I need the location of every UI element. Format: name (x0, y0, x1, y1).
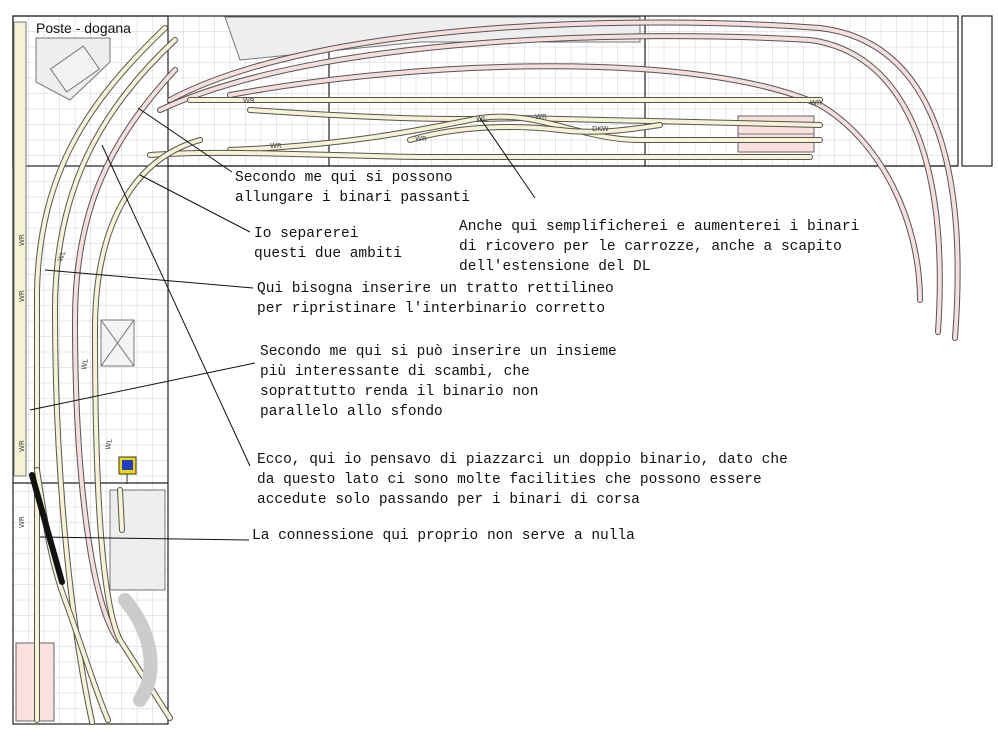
track-switch-label: WR (415, 135, 427, 143)
track-grey-road (118, 593, 158, 707)
left-platform (13, 21, 27, 477)
track-switch-label: WR (810, 99, 822, 107)
note-insieme-scambi: Secondo me qui si può inserire un insiem… (260, 344, 617, 420)
track-switch-label: WR (243, 97, 255, 105)
track-labels: WR WR WR WL WR DKW WR WR WR WR WR WL WL WL (18, 97, 822, 528)
track-switch-label: DKW (592, 125, 609, 133)
track-switch-label: WL (104, 438, 114, 450)
track-switch-label: WR (18, 440, 26, 452)
baseboard-right-strip (961, 15, 993, 167)
black-connection (29, 472, 65, 585)
track-switch-label: WL (476, 115, 487, 123)
track-switch-label: WL (56, 250, 67, 263)
note-doppio-binario: Ecco, qui io pensavo di piazzarci un dop… (257, 452, 788, 508)
track-switch-label: WR (18, 234, 26, 246)
track-switch-label: WR (535, 113, 547, 121)
diagram-title: Poste - dogana (36, 20, 131, 36)
track-switch-label: WR (18, 290, 26, 302)
signal-icon (118, 456, 137, 484)
track-switch-label: WR (270, 142, 282, 150)
track-switch-label: WR (18, 516, 26, 528)
note-connessione: La connessione qui proprio non serve a n… (252, 528, 635, 544)
tracks (29, 19, 961, 725)
track-switch-label: WL (80, 358, 90, 370)
note-tratto-rettilineo: Qui bisogna inserire un tratto rettiline… (257, 281, 614, 317)
annotation-lines (29, 107, 536, 541)
note-semplificare-ricovero: Anche qui semplificherei e aumenterei i … (459, 219, 860, 275)
building-poste-box (49, 45, 101, 93)
